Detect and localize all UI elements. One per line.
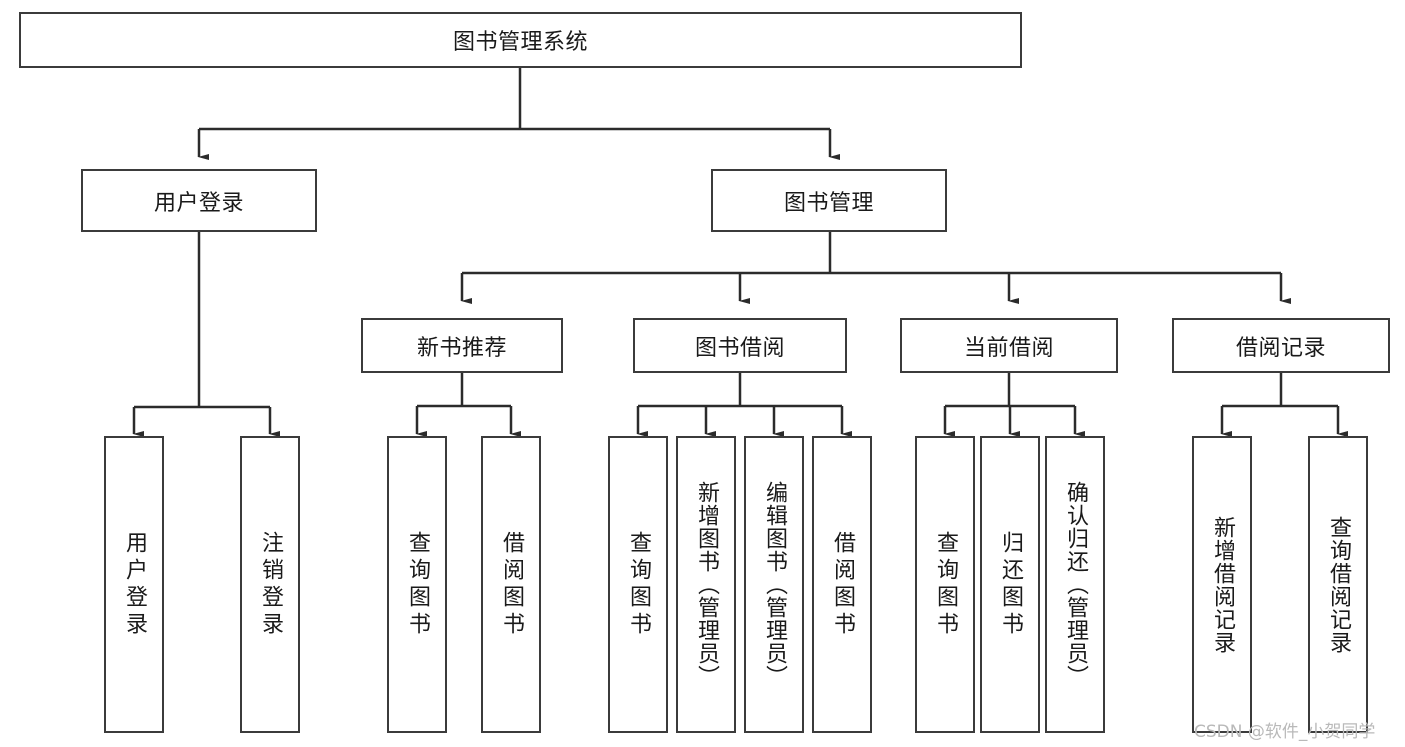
- leaf-current-borrow-query[interactable]: 查询图书: [915, 436, 975, 733]
- node-book-borrow[interactable]: 图书借阅: [633, 318, 847, 373]
- leaf-book-borrow-query[interactable]: 查询图书: [608, 436, 668, 733]
- leaf-current-borrow-confirm-return[interactable]: 确认归还（管理员）: [1045, 436, 1105, 733]
- leaf-book-borrow-edit[interactable]: 编辑图书（管理员）: [744, 436, 804, 733]
- connector-group-borrow-record: [1220, 373, 1348, 437]
- node-user-login[interactable]: 用户登录: [81, 169, 317, 232]
- leaf-user-login-login[interactable]: 用户登录: [104, 436, 164, 733]
- connector-group-root: [197, 68, 840, 160]
- connector-group-user-login: [132, 232, 280, 437]
- node-borrow-record[interactable]: 借阅记录: [1172, 318, 1390, 373]
- leaf-book-borrow-borrow[interactable]: 借阅图书: [812, 436, 872, 733]
- leaf-new-book-borrow[interactable]: 借阅图书: [481, 436, 541, 733]
- leaf-borrow-record-query[interactable]: 查询借阅记录: [1308, 436, 1368, 733]
- connector-group-new-book: [415, 373, 521, 437]
- leaf-user-login-logout[interactable]: 注销登录: [240, 436, 300, 733]
- node-new-book-recommend[interactable]: 新书推荐: [361, 318, 563, 373]
- node-current-borrow[interactable]: 当前借阅: [900, 318, 1118, 373]
- leaf-book-borrow-add[interactable]: 新增图书（管理员）: [676, 436, 736, 733]
- node-root-system[interactable]: 图书管理系统: [19, 12, 1022, 68]
- leaf-borrow-record-add[interactable]: 新增借阅记录: [1192, 436, 1252, 733]
- connector-group-current-borrow: [943, 373, 1085, 437]
- leaf-new-book-query[interactable]: 查询图书: [387, 436, 447, 733]
- leaf-current-borrow-return[interactable]: 归还图书: [980, 436, 1040, 733]
- node-book-management[interactable]: 图书管理: [711, 169, 947, 232]
- connector-group-book-manage: [460, 232, 1291, 304]
- connector-group-book-borrow: [636, 373, 852, 437]
